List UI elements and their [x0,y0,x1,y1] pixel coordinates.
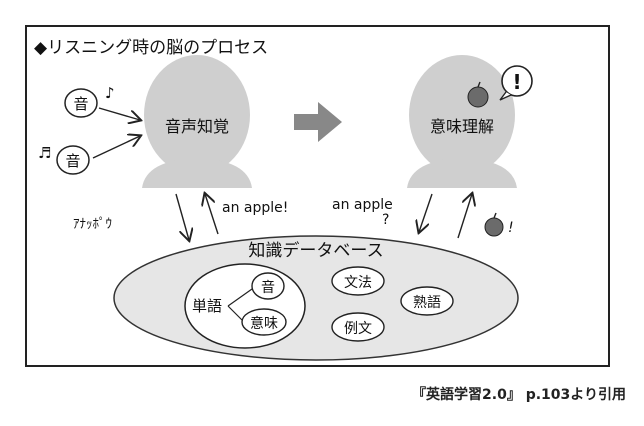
idiom: 熟語 [413,295,441,311]
left-head-label: 音声知覚 [165,117,229,136]
arrow-sound-2 [92,136,140,159]
sound-bubble-1-label: 音 [73,95,88,113]
example: 例文 [344,321,372,337]
right-head-label: 意味理解 [430,117,494,136]
word-meaning: 意味 [250,315,278,332]
sound-bubble-2-label: 音 [65,152,80,170]
sound-bubble-2 [56,145,90,175]
an-apple-question: an apple [332,197,393,213]
right-head-icon [407,55,517,188]
citation: 『英語学習2.0』 p.103より引用 [412,387,626,403]
grammar: 文法 [344,275,372,291]
exclaim-mark: ! [512,70,521,94]
arrow-left-down [175,193,189,240]
word-connector [227,288,253,321]
example-bubble [331,312,385,342]
database-title: 知識データベース [248,240,383,261]
exclaim-bubble-icon [499,65,533,101]
an-apple-exclaim: an apple! [222,200,288,216]
small-apple-icon [484,212,504,237]
idiom-bubble [400,286,454,316]
arrow-sound-1 [98,107,140,120]
arrow-left-up [205,194,219,235]
small-apple-exclaim: ! [508,220,514,236]
word-sound: 音 [261,279,275,296]
sound-bubble-1 [64,88,98,118]
process-arrow-icon [294,102,342,142]
left-head-icon [142,55,252,188]
beamed-note-icon: ♬ [38,144,51,162]
diagram-title: ◆リスニング時の脳のプロセス [34,38,268,58]
arrow-right-up [457,194,472,239]
arrow-right-down [419,193,433,232]
word-label: 単語 [192,297,222,315]
music-note-icon: ♪ [105,84,115,102]
question-mark: ? [382,212,389,228]
word-sound-bubble [251,272,285,300]
grammar-bubble [331,266,385,296]
apple-icon [467,81,489,108]
word-meaning-bubble [241,308,287,336]
katakana-phrase: ｱﾅｯﾎﾟｳ [73,217,112,232]
